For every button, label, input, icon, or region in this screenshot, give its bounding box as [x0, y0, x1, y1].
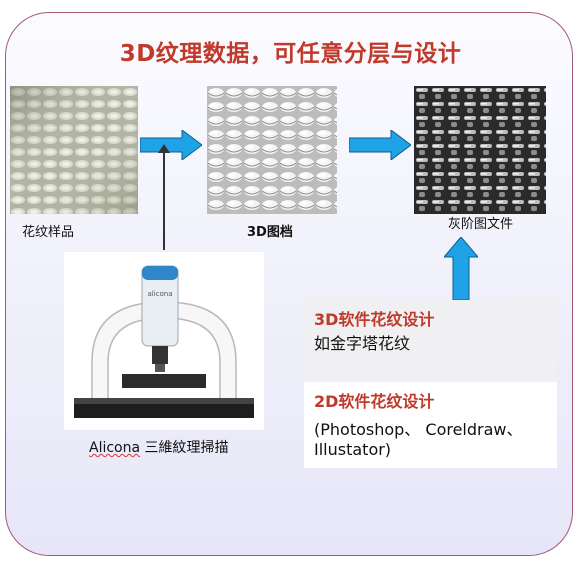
arrow-right-icon	[140, 130, 202, 160]
3d-model-caption: 3D图档	[247, 225, 293, 240]
grayscale-image	[414, 86, 546, 214]
device-scan-text: 三維紋理掃描	[140, 440, 229, 456]
3d-software-example: 如金字塔花纹	[314, 334, 411, 353]
scanner-caption: Alicona 三維紋理掃描	[89, 437, 229, 457]
3d-software-box: 3D软件花纹设计 如金字塔花纹	[304, 300, 557, 382]
alicona-scanner-image: alicona	[64, 252, 264, 430]
arrow-up-icon	[444, 237, 478, 300]
arrow-right-icon	[349, 130, 411, 160]
fabric-sample-image	[10, 86, 138, 214]
page-title: 3D纹理数据，可任意分层与设计	[119, 41, 462, 67]
2d-software-title: 2D软件花纹设计	[314, 392, 435, 411]
3d-model-image	[207, 86, 337, 214]
sample-caption: 花纹样品	[22, 225, 75, 240]
connector-line	[159, 144, 169, 250]
device-logo-text: alicona	[147, 290, 172, 298]
2d-software-list-line1: (Photoshop、 Coreldraw、	[314, 420, 523, 439]
2d-software-box: 2D软件花纹设计 (Photoshop、 Coreldraw、 Illustat…	[304, 382, 557, 468]
2d-software-list-line2: Illustator)	[314, 440, 392, 459]
grayscale-caption: 灰阶图文件	[448, 217, 514, 232]
3d-software-title: 3D软件花纹设计	[314, 310, 435, 329]
device-brand-text: Alicona	[89, 440, 141, 456]
